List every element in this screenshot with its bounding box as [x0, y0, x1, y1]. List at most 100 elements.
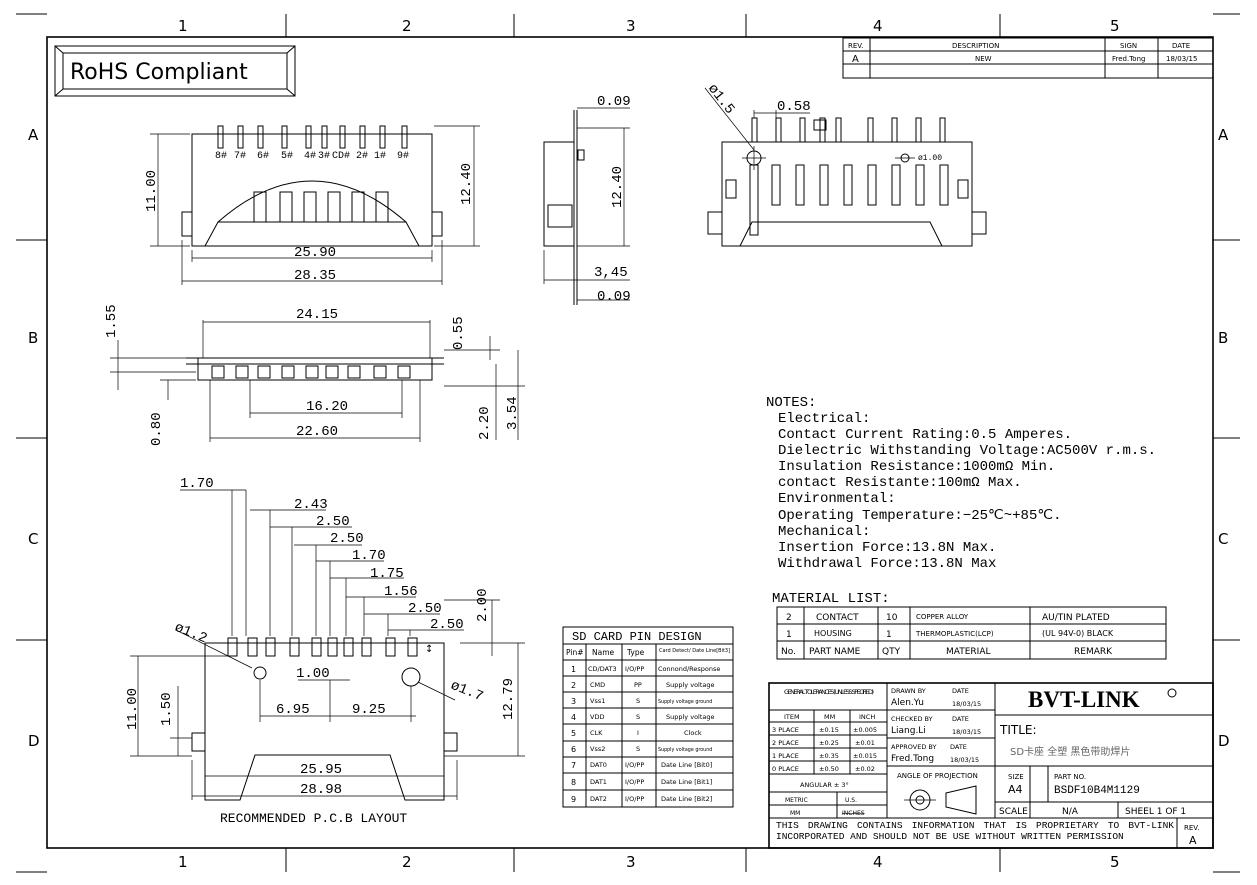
col-label-3: 3 — [626, 17, 636, 35]
bottom-view: 24.15 16.20 22.60 1.55 0.80 0.55 2.20 3.… — [104, 304, 525, 446]
pcb-dim-5: 1.70 — [352, 548, 386, 564]
pin-r2-desc: Supply voltage — [666, 681, 715, 689]
pcb-dim-p925: 9.25 — [352, 702, 386, 718]
pcb-dim-6: 1.75 — [370, 566, 404, 582]
pcb-dim-3: 2.50 — [316, 514, 350, 530]
pin-r8-desc: Date Line [Bit1] — [661, 778, 712, 786]
notes-line-2: Contact Current Rating:0.5 Amperes. — [778, 427, 1072, 443]
drawn-date: 18/03/15 — [952, 700, 981, 708]
pin-r1-desc: Connond/Response — [658, 665, 720, 673]
col-label-1: 1 — [178, 17, 188, 35]
company-logo: BVT-LINK — [1028, 687, 1140, 712]
tol-r2-mm: ±0.25 — [819, 739, 839, 747]
notes-line-6: Environmental: — [778, 491, 896, 507]
tol-title: GENERAL TOLERANCES (UNLESS SPECIFIED) — [784, 688, 874, 696]
pcb-dim-8: 2.50 — [408, 601, 442, 617]
tol-r1-inch: ±0.005 — [853, 726, 877, 734]
scale-value: N/A — [1062, 807, 1079, 817]
rev-header-sign: SIGN — [1120, 42, 1137, 50]
back-dim-w: 0.58 — [777, 99, 811, 115]
tol-r1-item: 3 PLACE — [772, 726, 799, 734]
pin-r7-name: DAT0 — [590, 761, 607, 769]
row-label-a-right: A — [1218, 126, 1229, 144]
front-dim-w1: 25.90 — [294, 245, 336, 261]
mat-h-qty: QTY — [882, 647, 901, 657]
mat-h-material: MATERIAL — [946, 647, 991, 657]
col-label-4-bottom: 4 — [873, 853, 883, 871]
mat-r1-no: 2 — [786, 613, 792, 623]
rev-header-date: DATE — [1172, 42, 1190, 50]
pin-h-name: Name — [592, 648, 615, 657]
part-no-label: PART NO. — [1054, 773, 1086, 781]
approved-date-label: DATE — [950, 743, 967, 751]
pin-r6-num: 6 — [571, 745, 576, 754]
tol-angular: ANGULAR ± 3° — [800, 781, 849, 789]
proprietary-notice-text: THIS DRAWING CONTAINS INFORMATION THAT I… — [776, 820, 1174, 842]
projection-label: ANGLE OF PROJECTION — [897, 772, 978, 780]
title-label: TITLE: — [999, 723, 1037, 737]
checked-date-label: DATE — [952, 715, 969, 723]
tol-r4-mm: ±0.50 — [819, 765, 839, 773]
col-label-5: 5 — [1110, 17, 1120, 35]
rev-date: 18/03/15 — [1166, 55, 1197, 63]
col-label-3-bottom: 3 — [626, 853, 636, 871]
pcb-mark: ↕ — [425, 644, 433, 655]
pin-r4-num: 4 — [571, 713, 576, 722]
material-list: MATERIAL LIST: 2 CONTACT 10 COPPER ALLOY… — [772, 591, 1167, 660]
pin-r4-desc: Supply voltage — [666, 713, 715, 721]
approved-date: 18/03/15 — [950, 756, 979, 764]
front-pin-cd: CD# — [332, 151, 350, 162]
col-label-4: 4 — [873, 17, 883, 35]
side-dim-h: 12.40 — [610, 166, 626, 208]
pcb-dim-d17: ø1.7 — [448, 678, 485, 705]
pin-r7-type: I/O/PP — [625, 761, 644, 769]
notes-line-7: Operating Temperature:−25℃~+85℃. — [778, 508, 1062, 524]
pin-r2-num: 2 — [571, 681, 576, 690]
tol-r4-item: 0 PLACE — [772, 765, 799, 773]
revision-block: REV. DESCRIPTION SIGN DATE A NEW Fred.To… — [842, 37, 1214, 79]
pcb-dim-2: 2.43 — [294, 497, 328, 513]
tol-metric: METRIC — [785, 797, 808, 804]
drawn-by-label: DRAWN BY — [891, 687, 926, 695]
pin-r5-num: 5 — [571, 729, 576, 738]
pin-r2-type: PP — [634, 681, 642, 689]
bottom-dim-r3: 3.54 — [505, 396, 521, 430]
checked-by-label: CHECKED BY — [891, 715, 933, 723]
pcb-dim-1: 1.70 — [180, 476, 214, 492]
mat-r2-part: HOUSING — [814, 629, 852, 638]
scale-label: SCALE — [999, 807, 1028, 817]
bottom-dim-l1: 1.55 — [104, 304, 120, 338]
registered-icon — [1167, 688, 1177, 698]
notes-line-10: Withdrawal Force:13.8N Max — [778, 556, 996, 572]
pcb-dim-7: 1.56 — [384, 584, 418, 600]
pin-r3-name: Vss1 — [590, 697, 605, 705]
notes: NOTES: Electrical: Contact Current Ratin… — [766, 395, 1156, 572]
mat-r2-material: THERMOPLASTIC(LCP) — [915, 630, 994, 638]
back-view: ø1.5 0.58 ø1.00 — [704, 81, 987, 247]
pin-table: SD CARD PIN DESIGN Pin# Name Type Card D… — [562, 626, 734, 808]
size-label: SIZE — [1008, 773, 1024, 781]
pin-r6-name: Vss2 — [590, 745, 605, 753]
bottom-dim-bot: 22.60 — [296, 424, 338, 440]
checked-date: 18/03/15 — [952, 728, 981, 736]
pin-h-type: Type — [626, 648, 645, 657]
pin-r5-type: I — [637, 729, 639, 737]
pcb-layout: ↕ 1.70 2.43 — [125, 476, 525, 826]
tol-us: U.S. — [845, 797, 857, 804]
front-pin-9: 9# — [397, 151, 409, 162]
tol-r3-item: 1 PLACE — [772, 752, 799, 760]
pin-table-title: SD CARD PIN DESIGN — [572, 630, 702, 644]
bottom-dim-r1: 0.55 — [451, 316, 467, 350]
title-block: GENERAL TOLERANCES (UNLESS SPECIFIED) IT… — [768, 682, 1214, 849]
tol-mm: MM — [790, 810, 800, 817]
row-label-d-right: D — [1218, 732, 1230, 750]
mat-r2-qty: 1 — [886, 630, 892, 640]
front-pin-3: 3# — [318, 151, 330, 162]
tol-r3-mm: ±0.35 — [819, 752, 839, 760]
pcb-dim-h150: 1.50 — [159, 692, 175, 726]
pin-r3-num: 3 — [571, 697, 576, 706]
tol-r2-inch: ±0.01 — [855, 739, 875, 747]
pin-r4-name: VDD — [590, 713, 604, 721]
mat-r1-remark: AU/TIN PLATED — [1042, 613, 1110, 623]
drawn-by: Alen.Yu — [891, 698, 924, 708]
